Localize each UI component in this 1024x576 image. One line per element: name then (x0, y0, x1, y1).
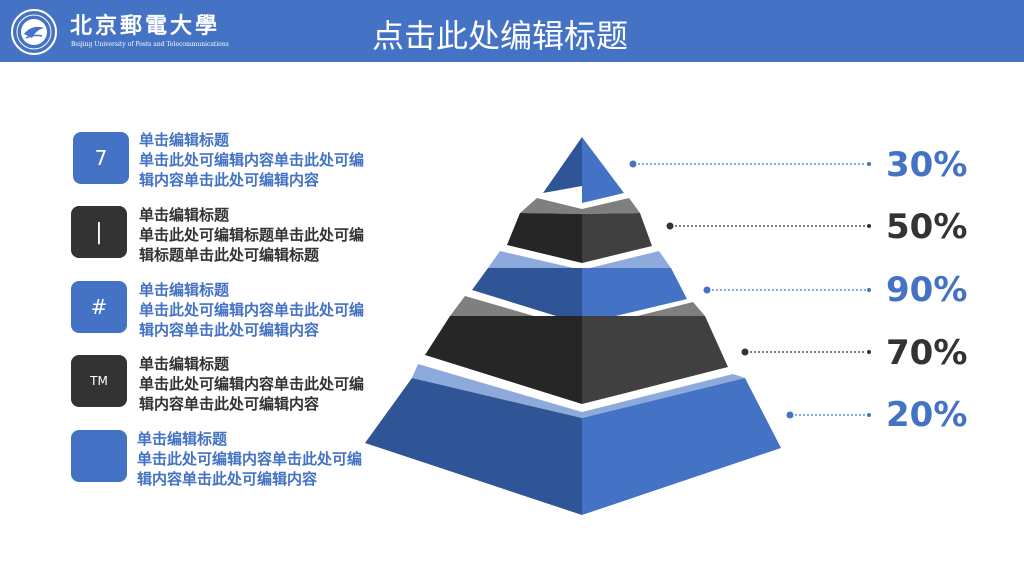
list-item[interactable]: 单击编辑标题 单击此处可编辑标题单击此处可编辑标题单击此处可编辑标题 (139, 205, 364, 265)
percent-label-3: 90% (886, 270, 968, 310)
item-title: 单击编辑标题 (139, 206, 230, 224)
list-item[interactable]: 单击编辑标题 单击此处可编辑内容单击此处可编辑内容单击此处可编辑内容 (137, 429, 362, 489)
university-name-cn: 北京郵電大學 (70, 13, 221, 39)
list-item[interactable]: 单击编辑标题 单击此处可编辑内容单击此处可编辑内容单击此处可编辑内容 (139, 354, 364, 414)
pyramid-tier-5-top (412, 364, 745, 418)
pyramid-tier-3-left (472, 268, 582, 324)
item-text: 单击此处可编辑内容单击此处可编辑内容单击此处可编辑内容 (139, 301, 365, 339)
pyramid-tier-5-right (582, 378, 781, 515)
number-seven-icon: 7 (73, 132, 129, 184)
hash-icon: # (71, 281, 127, 333)
leader-line-3 (703, 286, 871, 294)
item-title: 单击编辑标题 (139, 281, 230, 299)
university-name-en: Beijing University of Posts and Telecomm… (71, 41, 229, 48)
percent-label-5: 20% (886, 395, 968, 435)
list-item[interactable]: 单击编辑标题 单击此处可编辑内容单击此处可编辑内容单击此处可编辑内容 (139, 280, 364, 340)
percent-label-4: 70% (886, 333, 968, 373)
item-text: 单击此处可编辑标题单击此处可编辑标题单击此处可编辑标题 (139, 226, 365, 264)
pyramid-tier-5-left (365, 378, 582, 515)
item-title: 单击编辑标题 (139, 131, 230, 149)
item-title: 单击编辑标题 (139, 355, 230, 373)
pyramid-tier-2-left (507, 213, 582, 263)
trademark-icon: TM (71, 355, 127, 407)
item-text: 单击此处可编辑内容单击此处可编辑内容单击此处可编辑内容 (137, 450, 363, 488)
item-title: 单击编辑标题 (137, 430, 228, 448)
leader-line-5 (786, 411, 871, 419)
page-title[interactable]: 点击此处编辑标题 (372, 17, 629, 55)
pyramid-tier-2-right (582, 213, 652, 263)
university-logo-icon (11, 9, 57, 55)
pyramid-tier-1-right (582, 137, 624, 203)
pyramid-tier-3-right (582, 268, 687, 324)
pyramid-tier-1-left (543, 137, 582, 193)
blank-icon (71, 430, 127, 482)
percent-label-1: 30% (886, 145, 968, 185)
header-bar: 北京郵電大學 Beijing University of Posts and T… (0, 0, 1024, 62)
pyramid-tier-4-left (425, 316, 582, 404)
leader-line-4 (741, 348, 871, 356)
vertical-bar-icon: | (71, 206, 127, 258)
leader-line-2 (666, 222, 871, 230)
pyramid-tier-4-right (582, 316, 728, 404)
pyramid-tier-2-top (520, 198, 640, 214)
list-item[interactable]: 单击编辑标题 单击此处可编辑内容单击此处可编辑内容单击此处可编辑内容 (139, 130, 364, 190)
pyramid-tier-3-top (488, 251, 671, 270)
item-text: 单击此处可编辑内容单击此处可编辑内容单击此处可编辑内容 (139, 151, 365, 189)
item-text: 单击此处可编辑内容单击此处可编辑内容单击此处可编辑内容 (139, 375, 365, 413)
percent-label-2: 50% (886, 207, 968, 247)
leader-line-1 (629, 160, 871, 168)
